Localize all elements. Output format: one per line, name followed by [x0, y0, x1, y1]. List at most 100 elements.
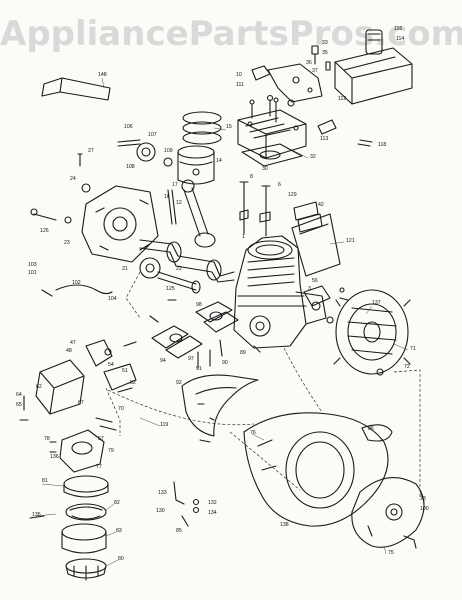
callout-label: 116 [394, 26, 402, 32]
callout-label: 62 [36, 384, 42, 390]
callout-label: 91 [196, 366, 202, 372]
callout-label: 27 [88, 148, 94, 154]
deflector-strip-part [41, 77, 111, 101]
callout-label: 121 [346, 238, 355, 244]
callout-label: 67 [78, 400, 84, 406]
callout-label: 65 [16, 402, 22, 408]
callout-label: 17 [172, 182, 178, 188]
callout-label: 133 [158, 490, 167, 496]
crankcase-cover-part [81, 185, 159, 263]
crankshaft-part [139, 239, 235, 283]
engine-block-part [233, 235, 327, 349]
callout-label: 35 [322, 50, 328, 56]
callout-label: 47 [70, 340, 76, 346]
callout-label: 89 [240, 350, 246, 356]
callout-label: 138 [280, 522, 289, 528]
valves-part [239, 181, 271, 237]
callout-label: 111 [236, 82, 244, 88]
callout-label: 37 [312, 68, 318, 74]
callout-label: 103 [28, 262, 37, 268]
callout-label: 72 [404, 364, 410, 370]
callout-label: 75 [388, 550, 394, 556]
callout-label: 24 [70, 176, 76, 182]
callout-label: 134 [208, 510, 217, 516]
air-baffle-part [181, 374, 259, 437]
starter-assembly-part [351, 477, 425, 549]
ignition-coil-part [303, 285, 334, 324]
callout-label: 82 [114, 500, 120, 506]
callout-label: 70 [118, 406, 124, 412]
callout-label: 83 [116, 528, 122, 534]
callout-label: 16 [164, 194, 170, 200]
cam-gear-parts [117, 139, 177, 225]
muffler-bolts [266, 45, 331, 117]
cylinder-head-part [237, 109, 307, 159]
watermark: AppliancePartsPros.com [0, 14, 462, 54]
callout-label: 125 [166, 286, 175, 292]
spark-plug-part [317, 119, 373, 147]
callout-label: 112 [338, 96, 346, 102]
camshaft-part [139, 257, 201, 294]
flywheel-part [333, 289, 411, 375]
callout-label: 114 [396, 36, 404, 42]
callout-label: 104 [108, 296, 117, 302]
callout-label: 108 [126, 164, 135, 170]
callout-label: 132 [208, 500, 217, 506]
connecting-rod-part [181, 179, 216, 248]
callout-label: 64 [16, 392, 22, 398]
callout-label: 73 [420, 496, 426, 502]
callout-label: 52 [130, 380, 136, 386]
muffler-part [334, 29, 413, 105]
callout-label: 42 [318, 202, 324, 208]
callout-label: 100 [420, 506, 429, 512]
callout-label: 109 [164, 148, 173, 154]
governor-link-part [41, 284, 113, 297]
callout-label: 77 [96, 464, 102, 470]
muffler-bracket-part [251, 63, 323, 103]
callout-label: 92 [176, 380, 182, 386]
float-bowl-part [59, 417, 117, 473]
callout-label: 15 [226, 124, 232, 130]
callout-label: 54 [108, 362, 114, 368]
callout-label: 113 [320, 136, 328, 142]
callout-label: 36 [306, 60, 312, 66]
callout-label: 71 [410, 346, 416, 352]
callout-label: 126 [40, 228, 49, 234]
callout-label: 12 [176, 200, 182, 206]
carburetor-gaskets [151, 301, 239, 359]
callout-label: 97 [188, 356, 194, 362]
callout-label: 57 [98, 436, 104, 442]
callout-label: 21 [122, 266, 128, 272]
callout-label: 86 [368, 426, 374, 432]
callout-label: 14 [216, 158, 222, 164]
callout-label: 22 [176, 266, 182, 272]
callout-label: 85 [176, 528, 182, 534]
callout-label: 106 [124, 124, 133, 130]
head-gasket-part [241, 143, 303, 167]
callout-label: 101 [28, 270, 37, 276]
callout-label: 102 [72, 280, 81, 286]
piston-part [177, 145, 215, 185]
callout-label: 148 [98, 72, 107, 78]
blower-housing-part [243, 412, 389, 527]
callout-labels: 116 114 33 35 36 37 148 10 111 112 113 1… [16, 26, 429, 562]
air-cleaner-stack [61, 475, 109, 581]
callout-label: 56 [312, 278, 318, 284]
callout-leader-lines [35, 77, 409, 567]
callout-label: 32 [310, 154, 316, 160]
carburetor-part [35, 339, 137, 415]
callout-label: 119 [160, 422, 168, 428]
callout-label: 118 [378, 142, 386, 148]
callout-label: 107 [148, 132, 157, 138]
callout-label: 30 [262, 166, 268, 172]
callout-label: 129 [288, 192, 297, 198]
callout-label: 135 [32, 512, 41, 518]
callout-label: 137 [372, 300, 381, 306]
throttle-rod-part [173, 481, 200, 527]
callout-label: 10 [236, 72, 242, 78]
callout-label: 1 [242, 234, 245, 240]
shroud-plate-part [291, 213, 341, 277]
callout-label: 76 [250, 430, 256, 436]
